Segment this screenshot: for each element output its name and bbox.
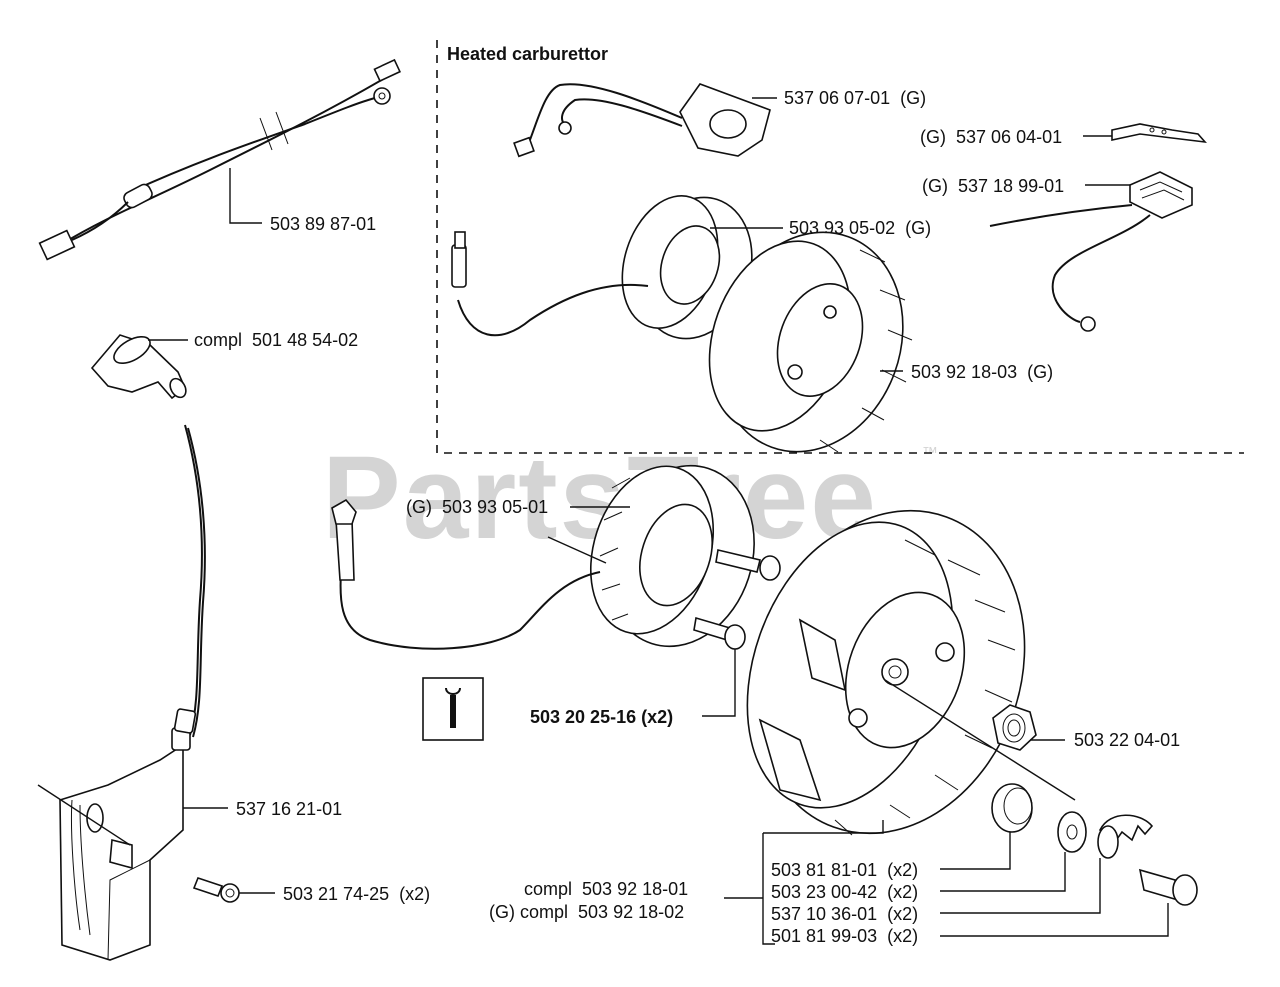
- label-kit-3: 537 10 36-01 (x2): [771, 904, 918, 924]
- label-kit-3-number: 537 10 36-01: [771, 904, 877, 924]
- label-stator-number: 503 93 05-01: [442, 497, 548, 517]
- label-stator-screw: 503 20 25-16 (x2): [530, 707, 673, 727]
- heated-sensor-part[interactable]: [989, 171, 1193, 332]
- axis-module: [37, 784, 131, 846]
- label-kit-4: 501 81 99-03 (x2): [771, 926, 918, 946]
- ht-lead-outer: [187, 427, 206, 738]
- stator-part[interactable]: [331, 446, 777, 665]
- wire-harness-part[interactable]: [38, 58, 401, 261]
- label-flywheel-compl-prefix: compl: [524, 879, 572, 899]
- label-kit-1-suffix: (x2): [887, 860, 918, 880]
- leader-wire-harness: [229, 168, 262, 224]
- label-heated-bracket: (G) 537 06 04-01: [920, 127, 1062, 147]
- label-stator: (G) 503 93 05-01: [406, 497, 548, 517]
- label-kit-3-suffix: (x2): [887, 904, 918, 924]
- label-flywheel-compl-g-prefix: (G) compl: [489, 902, 568, 922]
- label-flywheel-nut: 503 22 04-01: [1074, 730, 1180, 750]
- ignition-module-part[interactable]: [59, 708, 197, 961]
- tool-info-box[interactable]: [422, 677, 484, 741]
- heated-bracket-part[interactable]: [1111, 123, 1207, 144]
- heated-section-frame: [436, 40, 1244, 454]
- module-screw-part[interactable]: [192, 877, 240, 903]
- label-module-screw-suffix: (x2): [399, 884, 430, 904]
- label-heated-coil-plate: 537 06 07-01 (G): [784, 88, 926, 108]
- leader-kit-1: [940, 832, 1011, 870]
- leader-kit-2: [940, 852, 1066, 892]
- label-heated-sensor-number: 537 18 99-01: [958, 176, 1064, 196]
- leader-stator-screw: [702, 649, 736, 717]
- label-plug-cap-prefix: compl: [194, 330, 242, 350]
- label-ignition-module: 537 16 21-01: [236, 799, 342, 819]
- stator-screw-part[interactable]: [693, 549, 781, 650]
- label-heated-bracket-prefix: (G): [920, 127, 946, 147]
- label-heated-flywheel-number: 503 92 18-03: [911, 362, 1017, 382]
- heated-section-title: Heated carburettor: [447, 44, 608, 64]
- kit-pin-part[interactable]: [1138, 868, 1198, 906]
- heated-coil-plate-part[interactable]: [513, 83, 771, 158]
- label-kit-1-number: 503 81 81-01: [771, 860, 877, 880]
- label-heated-flywheel: 503 92 18-03 (G): [911, 362, 1053, 382]
- spark-plug-cap-part[interactable]: [90, 331, 189, 400]
- flywheel-nut-part[interactable]: [992, 704, 1037, 751]
- label-wire-harness: 503 89 87-01: [270, 214, 376, 234]
- label-kit-2: 503 23 00-42 (x2): [771, 882, 918, 902]
- kit-pawl-part[interactable]: [1097, 814, 1154, 859]
- kit-bracket: [762, 833, 775, 945]
- wrench-icon: [445, 687, 461, 728]
- label-plug-cap: compl 501 48 54-02: [194, 330, 358, 350]
- label-kit-4-number: 501 81 99-03: [771, 926, 877, 946]
- kit-sleeve-part[interactable]: [991, 783, 1033, 833]
- label-kit-2-suffix: (x2): [887, 882, 918, 902]
- label-heated-sensor: (G) 537 18 99-01: [922, 176, 1064, 196]
- label-module-screw-number: 503 21 74-25: [283, 884, 389, 904]
- label-flywheel-compl-g: (G) compl 503 92 18-02: [489, 902, 684, 922]
- leader-kit-4: [940, 903, 1169, 937]
- label-heated-sensor-prefix: (G): [922, 176, 948, 196]
- label-flywheel-compl-number: 503 92 18-01: [582, 879, 688, 899]
- label-heated-stator-suffix: (G): [905, 218, 931, 238]
- label-flywheel-compl: compl 503 92 18-01: [524, 879, 688, 899]
- ht-lead: [184, 424, 203, 736]
- label-module-screw: 503 21 74-25 (x2): [283, 884, 430, 904]
- leader-kit-3: [940, 858, 1101, 914]
- label-kit-1: 503 81 81-01 (x2): [771, 860, 918, 880]
- flywheel-part[interactable]: [710, 472, 1068, 871]
- label-kit-4-suffix: (x2): [887, 926, 918, 946]
- heated-flywheel-part[interactable]: [684, 206, 932, 478]
- label-heated-coil-plate-number: 537 06 07-01: [784, 88, 890, 108]
- label-kit-2-number: 503 23 00-42: [771, 882, 877, 902]
- label-plug-cap-number: 501 48 54-02: [252, 330, 358, 350]
- kit-washer-part[interactable]: [1057, 811, 1087, 853]
- label-heated-bracket-number: 537 06 04-01: [956, 127, 1062, 147]
- label-heated-flywheel-suffix: (G): [1027, 362, 1053, 382]
- label-heated-coil-plate-suffix: (G): [900, 88, 926, 108]
- label-flywheel-compl-g-number: 503 92 18-02: [578, 902, 684, 922]
- kit-bracket-top: [763, 820, 884, 834]
- label-stator-prefix: (G): [406, 497, 432, 517]
- axis-flywheel: [884, 679, 1076, 801]
- axis-stator: [547, 536, 607, 564]
